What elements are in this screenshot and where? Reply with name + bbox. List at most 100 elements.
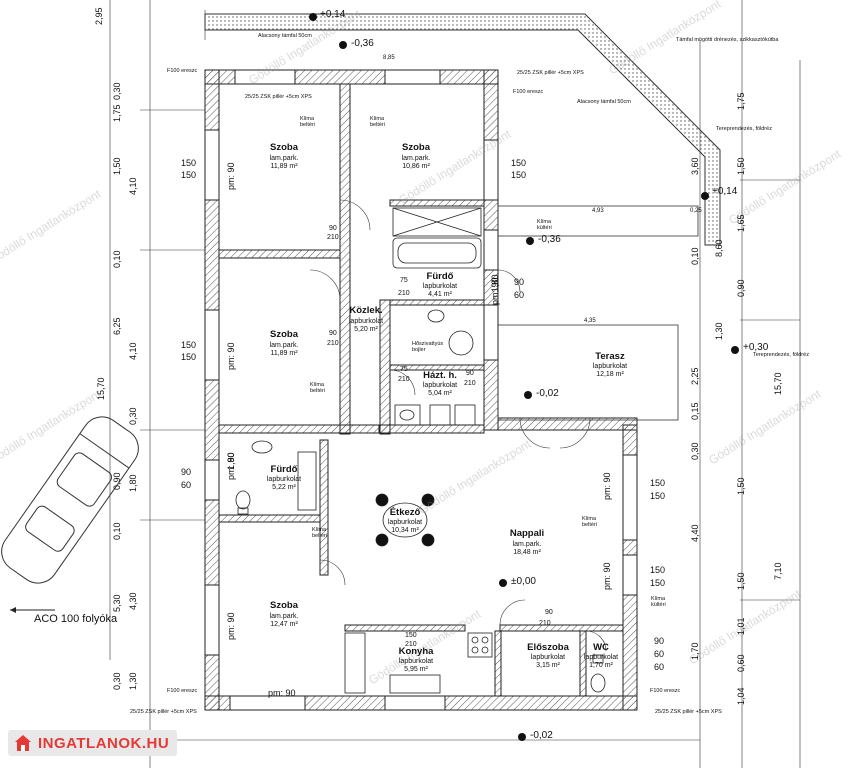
room-area: 4,41 m² (428, 291, 452, 298)
room-name-konyha: Konyha (398, 646, 434, 657)
dim-75: 75 (400, 366, 408, 373)
dim-90: 90 (514, 277, 525, 287)
fixtures (235, 207, 606, 694)
dim-right: 0,10 (690, 247, 700, 265)
room-name-etkezo: Étkező (389, 507, 421, 518)
pm-label: pm: 90 (602, 562, 612, 590)
room-floor: lapburkolat (422, 382, 458, 389)
room-name-furdo-1: Fürdő (426, 271, 454, 282)
room-area: 5,22 m² (272, 484, 296, 491)
pm-label: pm: 90 (226, 612, 236, 640)
dim-right: 1,70 (690, 642, 700, 660)
room-floor: lam.park. (269, 342, 299, 349)
level-terrace: -0,02 (536, 388, 559, 399)
dim-210: 210 (398, 376, 410, 383)
room-name-nappali: Nappali (509, 528, 545, 539)
dim-right: 1,30 (714, 322, 724, 340)
pm-label: pm: 90 (602, 472, 612, 500)
note-klima: Klíma beltéri (370, 116, 385, 128)
dim-60: 60 (654, 649, 665, 659)
level-terrace-top: -0,36 (538, 234, 561, 245)
note-tereprendezes: Tereprendezés, földréz (753, 352, 809, 358)
car-outline (1, 416, 139, 584)
dim-90: 90 (181, 467, 192, 477)
dim-4-35: 4,35 (584, 318, 596, 324)
dim-right: 0,90 (736, 279, 746, 297)
dim-top: 2,95 (94, 7, 104, 25)
room-area: 5,95 m² (404, 666, 428, 673)
room-area: 10,86 m² (402, 163, 430, 170)
room-floor: lam.park. (269, 613, 299, 620)
dim-150: 150 (650, 491, 666, 501)
dim-right: 1,01 (736, 617, 746, 635)
dim-210: 210 (398, 290, 410, 297)
note-klima: Klíma beltéri (312, 527, 327, 539)
pm-label: pm: 90 (268, 688, 296, 698)
room-area: 5,20 m² (354, 326, 378, 333)
inner-walls (218, 83, 624, 697)
level-bottom: -0,02 (530, 730, 553, 741)
pm-label: pm: 90 (226, 162, 236, 190)
room-area: 5,04 m² (428, 390, 452, 397)
dim-60: 60 (181, 480, 192, 490)
dim-210: 210 (464, 380, 476, 387)
room-name-terasz: Terasz (595, 351, 625, 362)
note-alacsony-fal: Alacsony támfal 50cm (577, 99, 631, 105)
note-hoszivattyu: Hőszivattyús bojler (412, 341, 444, 353)
dim-150: 150 (181, 158, 197, 168)
room-area: 18,48 m² (513, 549, 541, 556)
logo-text: INGATLANOK.HU (38, 734, 170, 752)
dim-0-25: 0,25 (690, 208, 702, 214)
room-floor: lapburkolat (422, 283, 458, 290)
dim-left: 0,90 (112, 472, 122, 490)
room-area: 10,34 m² (391, 527, 419, 534)
dim-left: 0,30 (128, 407, 138, 425)
note-f100: F100 ereszc (167, 68, 198, 74)
level-markers (309, 13, 739, 741)
door-swings (309, 199, 607, 652)
room-area: 3,15 m² (536, 662, 560, 669)
level-living: ±0,00 (511, 576, 536, 587)
note-tamfal: Támfal mögötti drénezés, szikkasztókútba (676, 37, 779, 43)
windows (204, 69, 638, 711)
dim-right: 7,10 (773, 562, 783, 580)
dim-150: 150 (650, 578, 666, 588)
dim-right-8-60: 8,60 (714, 239, 724, 257)
dim-right: 1,04 (736, 687, 746, 705)
dim-right: 4,40 (690, 524, 700, 542)
dim-left: 5,30 (112, 594, 122, 612)
note-f100: F100 ereszc (650, 688, 681, 694)
room-floor: lam.park. (269, 155, 299, 162)
dim-left: 1,75 (112, 104, 122, 122)
dim-90: 90 (329, 225, 337, 232)
room-area: 11,89 m² (270, 163, 298, 170)
dim-150: 150 (405, 632, 417, 639)
level-right-mid: +0,30 (743, 342, 769, 353)
room-floor: lapburkolat (592, 363, 628, 370)
dim-right: 1,75 (736, 92, 746, 110)
dim-left: 1,30 (128, 672, 138, 690)
level-right-top: +0,14 (712, 186, 738, 197)
dim-left: 4,10 (128, 177, 138, 195)
dim-left: 4,30 (128, 592, 138, 610)
dim-150: 150 (181, 340, 197, 350)
room-name-wc: WC (593, 642, 609, 653)
room-name-eloszoba: Előszoba (527, 642, 569, 653)
note-klima-kulteri: Klíma kültéri (651, 596, 666, 608)
room-area: 12,47 m² (270, 621, 298, 628)
note-klima: Klíma beltéri (310, 382, 325, 394)
room-floor: lapburkolat (583, 654, 619, 661)
note-zsk: 25/25 ZSK pillér +5cm XPS (130, 709, 197, 715)
room-floor: lam.park. (512, 541, 542, 548)
retaining-wall (204, 13, 721, 246)
room-area: 1,70 m² (589, 662, 613, 669)
dim-1-80: 1,80 (226, 452, 236, 470)
dining-table (375, 493, 435, 547)
room-floor: lapburkolat (530, 654, 566, 661)
room-floor: lapburkolat (266, 476, 302, 483)
dim-left: 1,50 (112, 157, 122, 175)
dim-right: 1,65 (736, 214, 746, 232)
dim-150: 150 (181, 352, 197, 362)
dim-8-85: 8,85 (383, 55, 395, 61)
dim-90: 90 (654, 636, 665, 646)
